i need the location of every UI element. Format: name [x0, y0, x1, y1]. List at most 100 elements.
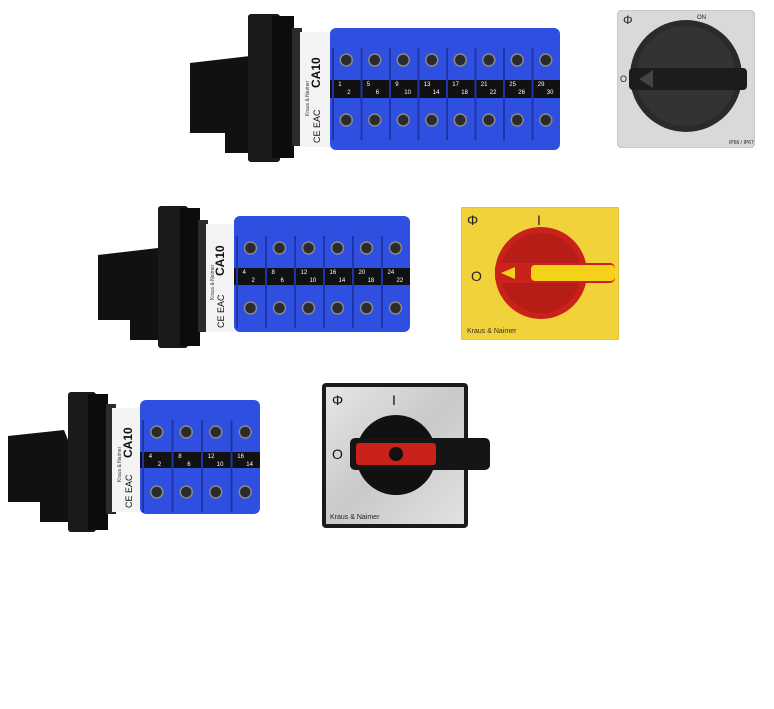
stage-separator [389, 48, 391, 140]
terminal-number: 8 [178, 454, 182, 460]
terminal-number: 2 [252, 278, 256, 284]
front-plate-steel: Φ I O Kraus & Naimer [322, 383, 492, 528]
stage-separator [531, 48, 534, 140]
terminal-number: 17 [452, 82, 459, 88]
terminal-screw-bottom [209, 485, 223, 499]
svg-text:CA10: CA10 [213, 245, 227, 276]
terminal-number: 18 [461, 90, 468, 96]
terminal-number: 24 [388, 270, 395, 276]
terminal-screw-top [396, 53, 410, 67]
terminal-screw-bottom [330, 301, 345, 315]
terminal-number: 30 [547, 90, 554, 96]
terminal-number: 10 [404, 90, 411, 96]
terminal-number: 16 [330, 270, 337, 276]
terminal-number: 25 [509, 82, 516, 88]
stage-separator [236, 236, 238, 328]
terminal-screw-bottom [539, 113, 553, 127]
svg-text:O: O [471, 268, 482, 284]
svg-text:CE EAC: CE EAC [312, 109, 322, 143]
terminal-screw-top [330, 241, 345, 255]
terminal-screw-top [238, 425, 252, 439]
cam-switch-8-stage-drawing: CA10 Kraus & Naimer CE EAC 1256910131417… [190, 14, 560, 162]
terminal-screw-bottom [179, 485, 193, 499]
svg-text:I: I [537, 212, 541, 228]
svg-text:Kraus & Naimer: Kraus & Naimer [117, 446, 123, 482]
terminal-screw-top [209, 425, 223, 439]
terminal-screw-bottom [359, 301, 374, 315]
terminal-screw-top [510, 53, 524, 67]
terminal-number: 22 [490, 90, 497, 96]
terminal-screw-top [272, 241, 287, 255]
terminal-number: 4 [243, 270, 247, 276]
terminal-number: 10 [310, 278, 317, 284]
terminal-screw-bottom [453, 113, 467, 127]
svg-text:Φ: Φ [467, 212, 478, 228]
terminal-screw-bottom [510, 113, 524, 127]
terminal-screw-top [388, 241, 403, 255]
terminal-screw-top [150, 425, 164, 439]
terminal-screw-top [425, 53, 439, 67]
terminal-screw-bottom [425, 113, 439, 127]
svg-text:IP66 / IP67: IP66 / IP67 [729, 140, 754, 146]
terminal-screw-bottom [396, 113, 410, 127]
svg-text:Φ: Φ [332, 392, 343, 408]
terminal-screw-bottom [368, 113, 382, 127]
svg-text:ON: ON [697, 15, 706, 21]
stage-separator [417, 48, 420, 140]
terminal-number: 21 [481, 82, 488, 88]
terminal-number: 4 [149, 454, 153, 460]
terminal-number: 1 [338, 82, 342, 88]
terminal-screw-bottom [388, 301, 403, 315]
stage-separator [446, 48, 448, 140]
terminal-screw-top [243, 241, 258, 255]
stage-separator [323, 236, 325, 328]
front-plate-grey: Φ ON O IP66 / IP67 [616, 9, 756, 149]
terminal-number: 29 [538, 82, 545, 88]
stage-separator [360, 48, 363, 140]
terminal-screw-top [179, 425, 193, 439]
stage-separator [230, 420, 233, 512]
svg-text:O: O [332, 446, 343, 462]
terminal-number: 6 [281, 278, 285, 284]
stage-separator [332, 48, 334, 140]
terminal-number: 2 [158, 462, 162, 468]
terminal-number: 6 [187, 462, 191, 468]
terminal-screw-bottom [272, 301, 287, 315]
svg-text:CA10: CA10 [121, 427, 135, 458]
terminal-screw-top [539, 53, 553, 67]
terminal-screw-bottom [301, 301, 316, 315]
terminal-screw-top [453, 53, 467, 67]
svg-text:Kraus & Naimer: Kraus & Naimer [210, 264, 216, 300]
svg-text:Kraus & Naimer: Kraus & Naimer [467, 328, 517, 335]
terminal-screw-top [301, 241, 316, 255]
stage-separator [142, 420, 144, 512]
terminal-screw-bottom [339, 113, 353, 127]
svg-text:CE EAC: CE EAC [216, 294, 226, 328]
terminal-number: 18 [368, 278, 375, 284]
terminal-screw-bottom [243, 301, 258, 315]
stage-separator [294, 236, 296, 328]
terminal-screw-top [368, 53, 382, 67]
svg-text:O: O [620, 74, 627, 84]
terminal-number: 14 [433, 90, 440, 96]
terminal-number: 16 [237, 454, 244, 460]
terminal-screw-bottom [150, 485, 164, 499]
terminal-screw-bottom [238, 485, 252, 499]
terminal-number: 20 [359, 270, 366, 276]
terminal-number: 6 [376, 90, 380, 96]
terminal-screw-bottom [482, 113, 496, 127]
terminal-number: 5 [367, 82, 371, 88]
terminal-screw-top [339, 53, 353, 67]
terminal-number: 12 [208, 454, 215, 460]
terminal-screw-top [359, 241, 374, 255]
terminal-number: 10 [217, 462, 224, 468]
front-plate-yellow-red: Φ I O Kraus & Naimer [460, 206, 620, 341]
stage-separator [171, 420, 174, 512]
terminal-number: 12 [301, 270, 308, 276]
terminal-number: 14 [246, 462, 253, 468]
stage-separator [352, 236, 354, 328]
stage-separator [381, 236, 383, 328]
